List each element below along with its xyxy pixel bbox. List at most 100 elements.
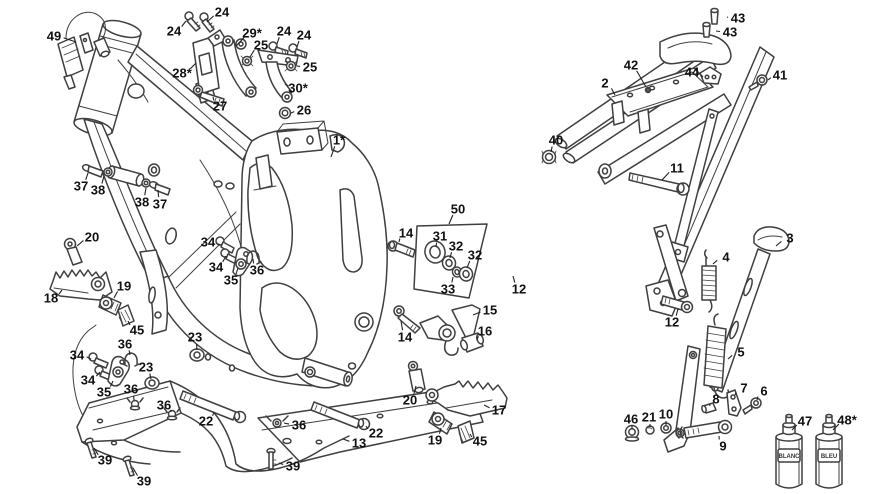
leader-line xyxy=(181,20,187,27)
bearing-kit-box xyxy=(413,223,488,299)
leader-line xyxy=(157,189,160,198)
pedal-pivot-group xyxy=(387,240,508,444)
leader-line xyxy=(235,37,245,47)
leader-line xyxy=(661,171,670,181)
part-number-text: 20 xyxy=(85,230,99,245)
part-label-33-29: 33 xyxy=(441,276,455,297)
part-number-text: 37 xyxy=(74,179,88,194)
part-number-text: 34 xyxy=(70,348,85,363)
leader-line xyxy=(132,467,139,476)
part-number-text: 13 xyxy=(352,436,366,451)
leader-line xyxy=(235,267,239,275)
leader-line xyxy=(249,49,255,58)
part-label-34-61: 34 xyxy=(81,371,101,388)
part-label-17-56: 17 xyxy=(483,403,506,418)
leader-line xyxy=(712,259,718,265)
part-label-36-67: 36 xyxy=(157,398,172,413)
part-number-text: 24 xyxy=(277,24,292,39)
part-label-36-63: 36 xyxy=(118,337,132,356)
leader-line xyxy=(93,447,99,456)
part-number-text: 14 xyxy=(399,226,414,241)
leader-line xyxy=(734,392,737,396)
leader-line xyxy=(715,30,721,33)
leader-line xyxy=(63,37,77,43)
leader-line xyxy=(85,172,89,181)
leader-line xyxy=(476,336,479,341)
leader-line xyxy=(832,423,840,431)
part-label-32-27: 32 xyxy=(449,239,463,259)
part-number-text: 18 xyxy=(44,291,58,306)
leader-line xyxy=(398,238,401,243)
part-label-8-49: 8 xyxy=(708,392,720,407)
part-label-20-17: 20 xyxy=(76,230,99,247)
leader-line xyxy=(284,83,289,87)
part-label-50-25: 50 xyxy=(448,202,465,225)
part-label-22-73: 22 xyxy=(365,425,383,441)
part-label-13-74: 13 xyxy=(342,436,366,451)
part-label-14-30: 14 xyxy=(398,226,414,243)
leader-line xyxy=(290,111,295,114)
part-label-19-57: 19 xyxy=(428,427,442,448)
part-number-text: 38 xyxy=(91,183,105,198)
part-number-text: 8 xyxy=(712,392,719,407)
part-number-text: 36 xyxy=(118,337,132,352)
part-number-text: 34 xyxy=(209,260,224,275)
part-label-28star-8: 28* xyxy=(172,62,197,81)
part-number-text: 16 xyxy=(478,324,492,339)
part-label-34-60: 34 xyxy=(70,348,92,363)
leader-line xyxy=(342,438,350,442)
part-label-42-36: 42 xyxy=(624,58,647,88)
part-number-text: 41 xyxy=(773,68,787,83)
part-label-23-64: 23 xyxy=(188,330,202,351)
leader-line xyxy=(76,240,84,247)
part-number-text: 37 xyxy=(153,197,167,212)
part-label-24-2: 24 xyxy=(167,20,187,39)
part-number-text: 47 xyxy=(798,414,812,429)
part-label-35-23: 35 xyxy=(224,267,239,288)
leader-line xyxy=(101,175,105,184)
leader-line xyxy=(700,74,704,78)
leader-line xyxy=(58,289,63,295)
part-number-text: 9 xyxy=(719,439,726,454)
part-label-39-71: 39 xyxy=(132,467,151,489)
part-label-34-22: 34 xyxy=(209,255,227,275)
part-number-text: 19 xyxy=(428,433,442,448)
part-label-40-41: 40 xyxy=(549,133,563,153)
part-label-49-0: 49 xyxy=(47,29,77,44)
part-label-22-68: 22 xyxy=(199,411,215,429)
leader-line xyxy=(451,276,454,283)
part-label-43-38: 43 xyxy=(726,11,745,26)
leader-line xyxy=(109,380,114,387)
leader-line xyxy=(708,404,711,407)
leader-line xyxy=(276,36,280,45)
part-number-text: 32 xyxy=(468,248,482,263)
part-number-text: 39 xyxy=(98,453,112,468)
part-number-text: 43 xyxy=(731,11,745,26)
part-label-26-11: 26 xyxy=(290,103,311,118)
part-number-text: 29* xyxy=(242,26,262,41)
part-number-text: 24 xyxy=(215,5,230,20)
part-number-text: 22 xyxy=(369,426,383,441)
part-number-text: 7 xyxy=(740,381,747,396)
part-label-38-15: 38 xyxy=(135,187,149,210)
part-number-text: 27 xyxy=(213,99,227,114)
part-number-text: 21 xyxy=(642,410,656,425)
part-label-37-13: 37 xyxy=(74,172,89,194)
leader-line xyxy=(365,425,369,430)
part-label-48star-55: 48* xyxy=(832,413,858,431)
leader-line xyxy=(212,411,215,416)
leader-line xyxy=(212,96,215,101)
part-label-24-4: 24 xyxy=(276,24,292,45)
part-number-text: 11 xyxy=(670,161,684,176)
leader-line xyxy=(278,462,284,466)
can-blanc-text: BLANC xyxy=(779,454,801,460)
part-label-11-42: 11 xyxy=(661,161,684,181)
part-number-text: 12 xyxy=(512,282,526,297)
leader-line xyxy=(222,255,227,263)
subframe xyxy=(541,7,775,317)
part-number-text: 20 xyxy=(403,393,417,408)
leader-line xyxy=(469,433,473,438)
part-label-36-24: 36 xyxy=(250,258,264,278)
part-label-39-72: 39 xyxy=(278,459,300,474)
leader-line xyxy=(95,371,101,377)
